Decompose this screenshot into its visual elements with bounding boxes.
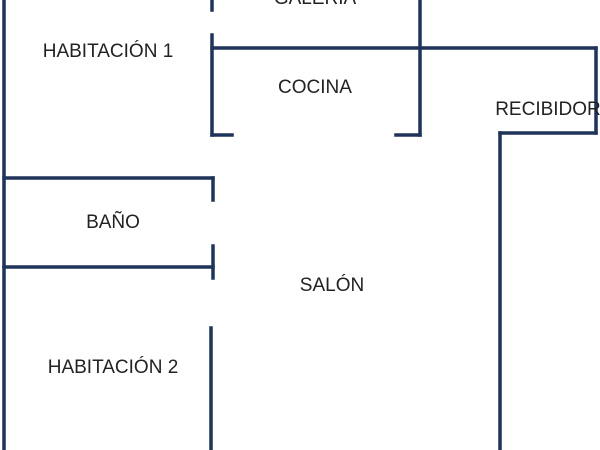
label-habitacion-2: HABITACIÓN 2	[48, 356, 179, 378]
room-labels: GALERIA HABITACIÓN 1 COCINA RECIBIDOR BA…	[43, 0, 600, 378]
label-cocina: COCINA	[278, 77, 352, 98]
label-habitacion-1: HABITACIÓN 1	[43, 40, 174, 62]
label-recibidor: RECIBIDOR	[495, 99, 600, 120]
label-bano: BAÑO	[86, 211, 140, 233]
label-salon: SALÓN	[300, 274, 364, 296]
label-galeria: GALERIA	[274, 0, 357, 9]
